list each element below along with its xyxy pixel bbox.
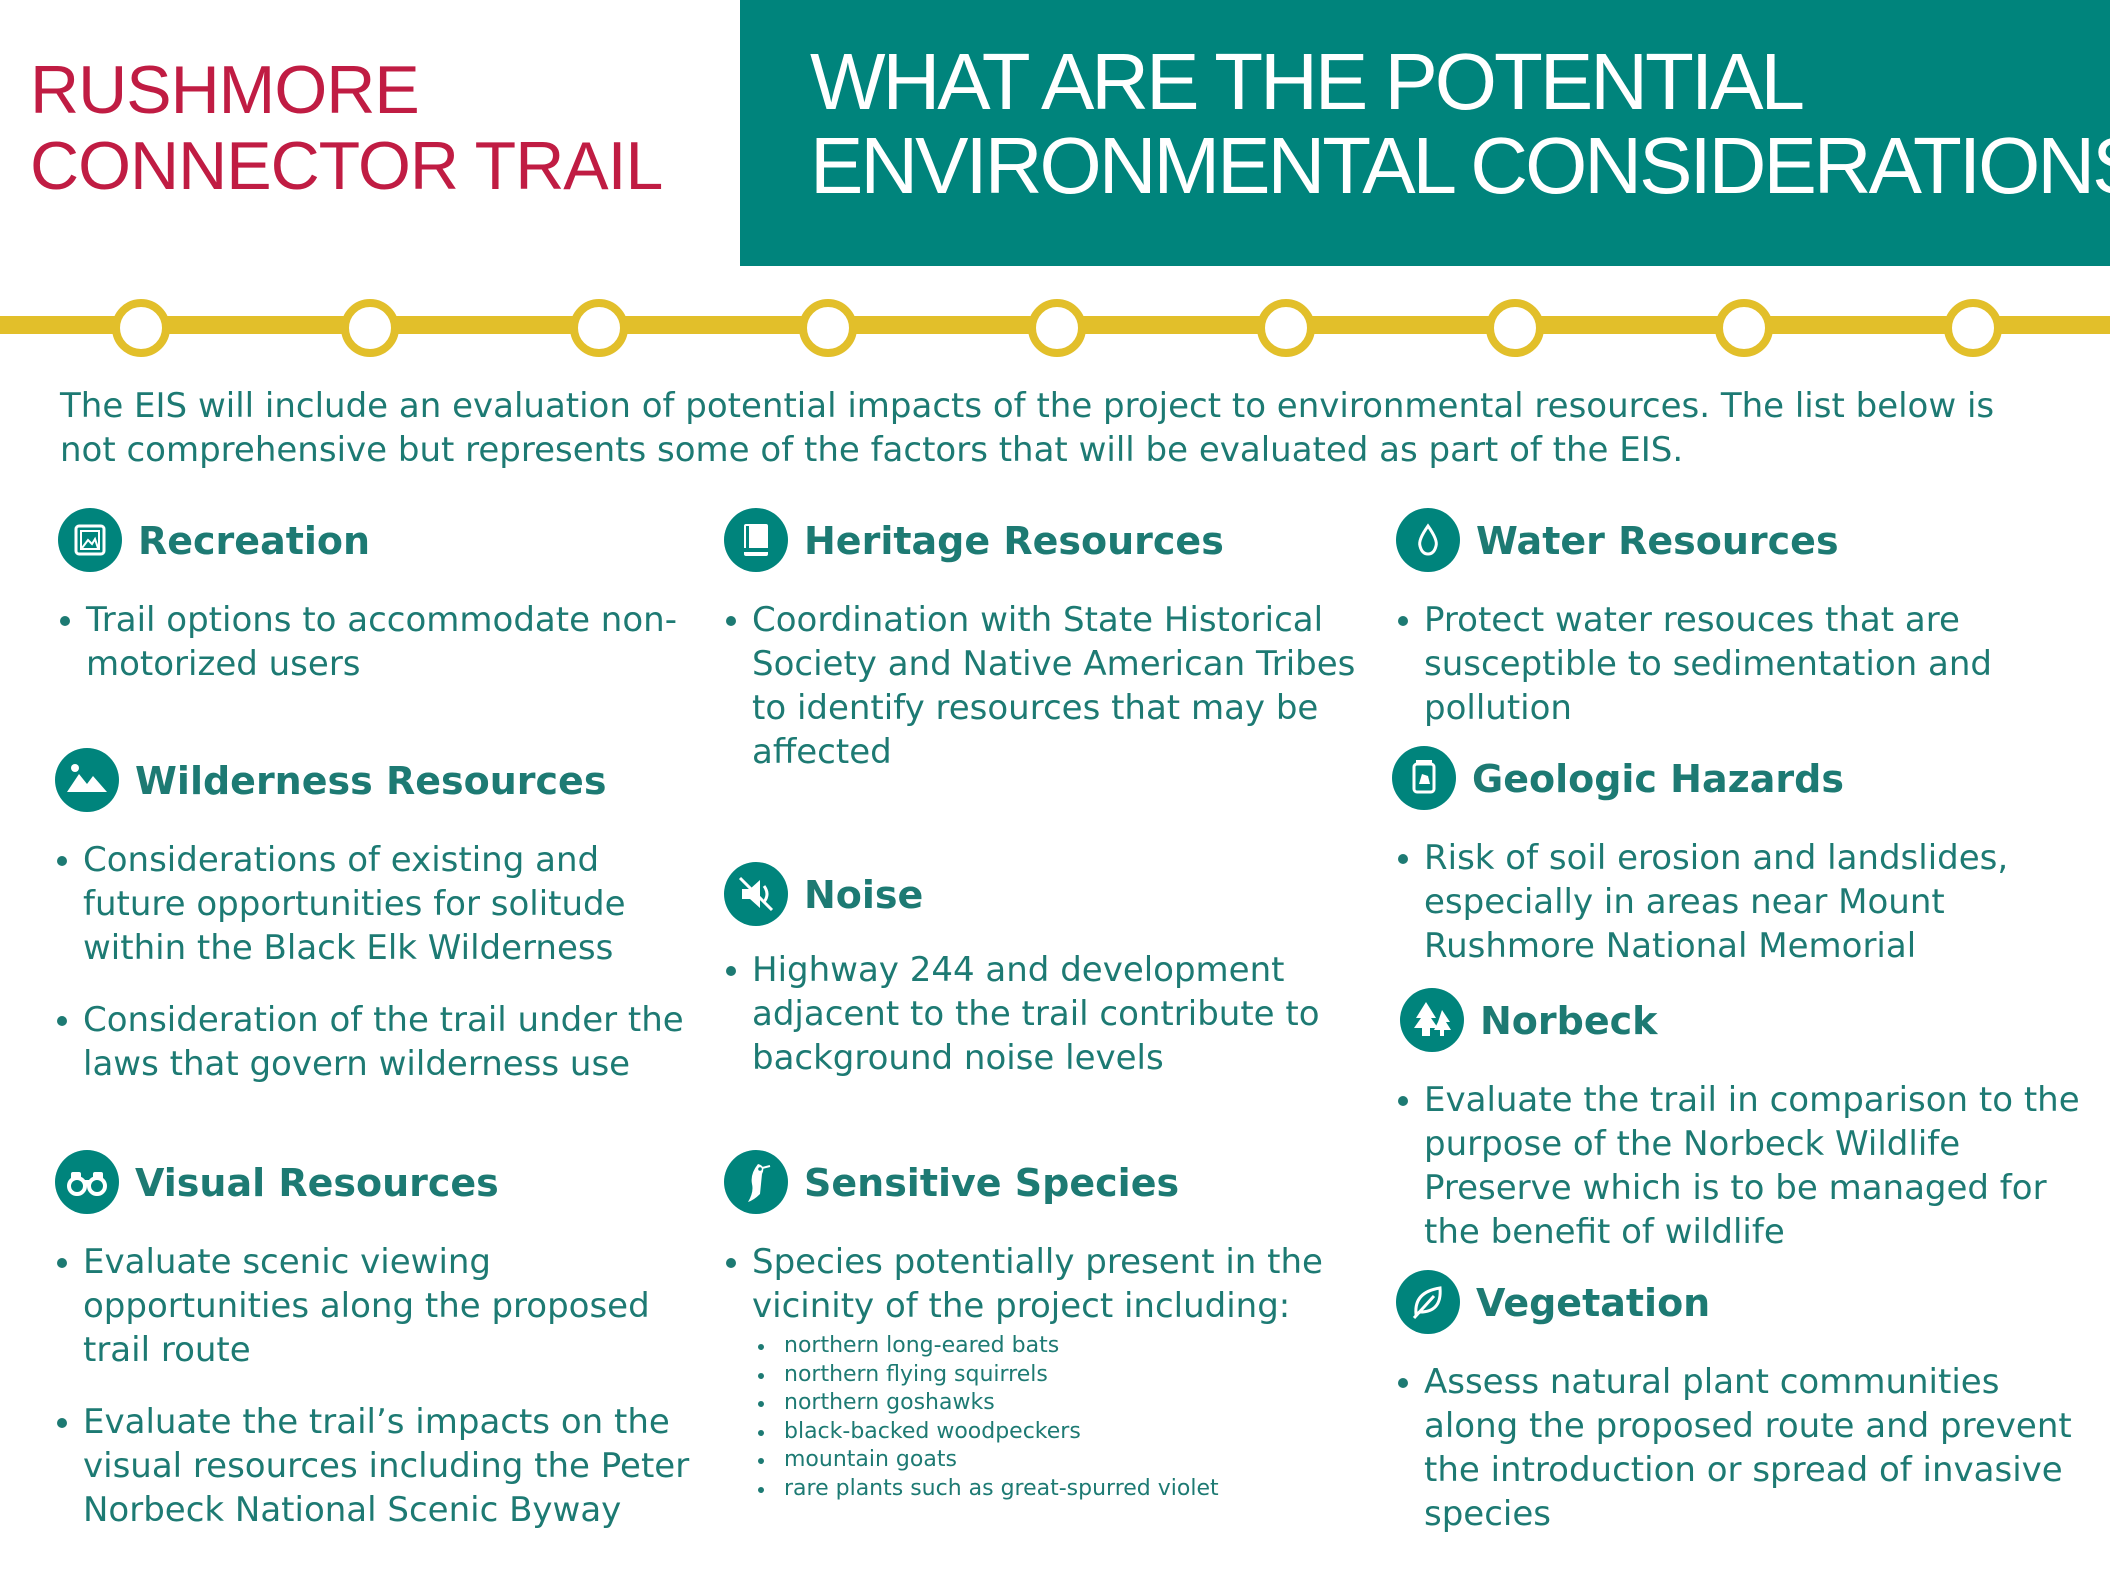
- header-banner: WHAT ARE THE POTENTIAL ENVIRONMENTAL CON…: [740, 0, 2110, 266]
- section-title-recreation: Recreation: [138, 519, 371, 563]
- sub-list-item: black-backed woodpeckers: [752, 1418, 1364, 1447]
- sub-list-item: northern flying squirrels: [752, 1361, 1364, 1390]
- page-title-line-2: ENVIRONMENTAL CONSIDERATIONS?: [810, 121, 2110, 210]
- mountains-icon: [55, 748, 119, 812]
- binoculars-icon: [55, 1150, 119, 1214]
- section-title-norbeck: Norbeck: [1480, 999, 1658, 1043]
- list-item: Evaluate the trail in comparison to the …: [1396, 1078, 2080, 1254]
- section-visual: Visual Resources Evaluate scenic viewing…: [55, 1150, 705, 1532]
- section-geologic: Geologic Hazards Risk of soil erosion an…: [1392, 746, 2072, 968]
- list-item: Protect water resouces that are suscepti…: [1396, 598, 2076, 730]
- section-title-wilderness: Wilderness Resources: [135, 759, 607, 803]
- section-water: Water Resources Protect water resouces t…: [1396, 508, 2076, 730]
- section-heritage: Heritage Resources Coordination with Sta…: [724, 508, 1364, 774]
- bird-icon: [724, 1150, 788, 1214]
- list-item: Evaluate the trail’s impacts on the visu…: [55, 1400, 705, 1532]
- trail-node: [1944, 299, 2002, 357]
- list-item: Trail options to accommodate non-motoriz…: [58, 598, 708, 686]
- list-item: Consideration of the trail under the law…: [55, 998, 705, 1086]
- section-recreation: Recreation Trail options to accommodate …: [58, 508, 708, 686]
- page-title-line-1: WHAT ARE THE POTENTIAL: [810, 37, 1805, 126]
- trail-node: [1257, 299, 1315, 357]
- brand-line-1: RUSHMORE: [30, 52, 420, 128]
- list-item: Risk of soil erosion and landslides, esp…: [1396, 836, 2072, 968]
- header-brand-area: RUSHMORE CONNECTOR TRAIL: [0, 0, 740, 266]
- muted-speaker-icon: [724, 862, 788, 926]
- section-title-water: Water Resources: [1476, 519, 1839, 563]
- section-title-noise: Noise: [804, 873, 924, 917]
- trail-node: [1486, 299, 1544, 357]
- water-drop-icon: [1396, 508, 1460, 572]
- sub-list-item: rare plants such as great-spurred violet: [752, 1475, 1364, 1504]
- section-title-geologic: Geologic Hazards: [1472, 757, 1844, 801]
- section-title-vegetation: Vegetation: [1476, 1281, 1711, 1325]
- section-title-sensitive-species: Sensitive Species: [804, 1161, 1180, 1205]
- list-item: Highway 244 and development adjacent to …: [724, 948, 1364, 1080]
- species-sublist: northern long-eared bats northern flying…: [752, 1332, 1364, 1503]
- trail-node: [1715, 299, 1773, 357]
- brand-title: RUSHMORE CONNECTOR TRAIL: [30, 52, 663, 204]
- page-title: WHAT ARE THE POTENTIAL ENVIRONMENTAL CON…: [810, 40, 2110, 208]
- section-vegetation: Vegetation Assess natural plant communit…: [1396, 1270, 2076, 1536]
- section-noise: Noise Highway 244 and development adjace…: [724, 862, 1364, 1080]
- pine-trees-icon: [1400, 988, 1464, 1052]
- leaf-icon: [1396, 1270, 1460, 1334]
- brand-line-2: CONNECTOR TRAIL: [30, 128, 663, 204]
- section-title-visual: Visual Resources: [135, 1161, 499, 1205]
- list-item: Evaluate scenic viewing opportunities al…: [55, 1240, 705, 1372]
- list-item: Considerations of existing and future op…: [55, 838, 705, 970]
- section-norbeck: Norbeck Evaluate the trail in comparison…: [1398, 988, 2080, 1254]
- intro-paragraph: The EIS will include an evaluation of po…: [60, 386, 1995, 470]
- section-wilderness: Wilderness Resources Considerations of e…: [55, 748, 705, 1086]
- trail-node: [799, 299, 857, 357]
- sub-list-item: northern long-eared bats: [752, 1332, 1364, 1361]
- trail-node: [1028, 299, 1086, 357]
- list-item-text: Species potentially present in the vicin…: [752, 1242, 1323, 1326]
- book-icon: [724, 508, 788, 572]
- sub-list-item: northern goshawks: [752, 1389, 1364, 1418]
- section-sensitive-species: Sensitive Species Species potentially pr…: [724, 1150, 1364, 1503]
- sub-list-item: mountain goats: [752, 1446, 1364, 1475]
- picture-frame-icon: [58, 508, 122, 572]
- list-item: Coordination with State Historical Socie…: [724, 598, 1364, 774]
- rock-jar-icon: [1392, 746, 1456, 810]
- section-title-heritage: Heritage Resources: [804, 519, 1224, 563]
- trail-node: [112, 299, 170, 357]
- list-item: Assess natural plant communities along t…: [1396, 1360, 2076, 1536]
- list-item: Species potentially present in the vicin…: [724, 1240, 1364, 1503]
- trail-node: [570, 299, 628, 357]
- trail-node: [341, 299, 399, 357]
